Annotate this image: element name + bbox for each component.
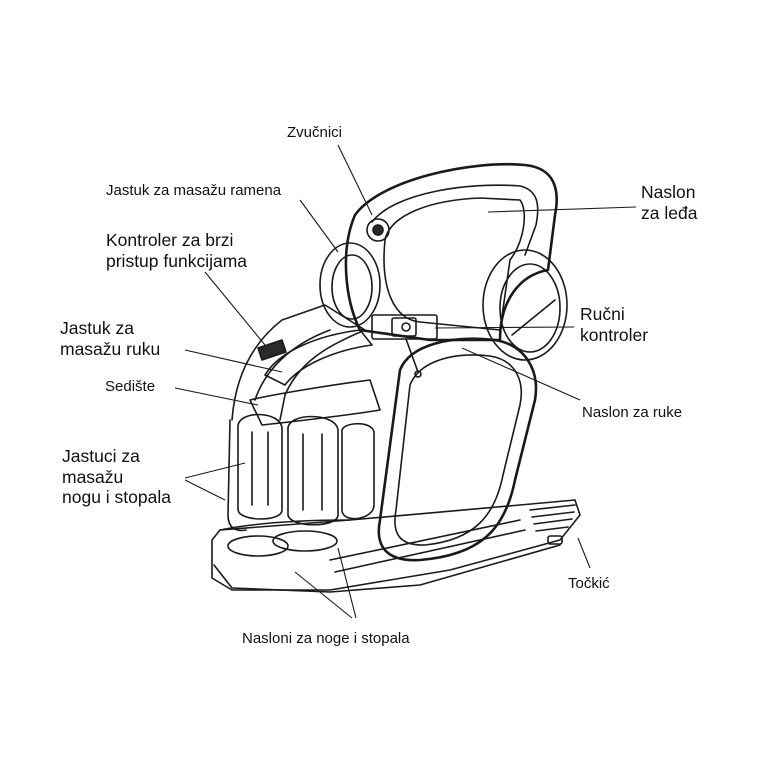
hand-controller-screen xyxy=(391,317,417,337)
label-quick-controller-line2: pristup funkcijama xyxy=(106,250,248,271)
leader-leg-pads-2 xyxy=(184,479,226,501)
shoulder-pad-inner xyxy=(331,254,373,320)
right-armrest-frame xyxy=(377,337,538,562)
label-hand-controller-line2: kontroler xyxy=(580,324,649,345)
arm-massage-pad xyxy=(264,329,373,386)
massage-chair-illustration xyxy=(211,163,581,593)
label-wheel: Točkić xyxy=(568,575,610,592)
leader-seat xyxy=(174,387,259,406)
leader-hand-controller xyxy=(434,326,575,329)
leader-quick-controller xyxy=(204,271,266,346)
armrest-button xyxy=(414,370,422,378)
speaker xyxy=(366,218,390,242)
wheel xyxy=(547,535,563,545)
label-shoulder-pad: Jastuk za masažu ramena xyxy=(106,182,282,199)
leg-pad-right-inner xyxy=(302,433,323,511)
shoulder-pad xyxy=(319,242,381,328)
chair-base xyxy=(211,499,581,591)
foot-rest-right xyxy=(272,530,338,552)
leader-speakers xyxy=(337,144,373,216)
side-panel-line xyxy=(511,299,556,336)
left-armrest-inner xyxy=(254,329,331,401)
backrest-shell xyxy=(344,163,558,342)
label-leg-pads-line1: Jastuci za xyxy=(62,446,140,466)
label-quick-controller-line1: Kontroler za brzi xyxy=(106,230,234,250)
label-backrest-line1: Naslon xyxy=(641,182,696,202)
label-backrest: Naslon za leđa xyxy=(641,182,697,223)
leader-lines xyxy=(174,144,637,619)
side-panel-outer xyxy=(482,249,568,361)
leg-pad-left-inner xyxy=(251,431,269,506)
seat xyxy=(249,379,381,426)
label-hand-controller: Ručni kontroler xyxy=(580,304,648,345)
leader-arm-pad xyxy=(184,349,283,373)
hand-controller-knob xyxy=(401,322,411,332)
leg-pad-side xyxy=(341,422,375,520)
label-seat: Sedište xyxy=(105,378,156,395)
label-speakers: Zvučnici xyxy=(287,124,343,141)
foot-track xyxy=(329,519,526,573)
side-panel-inner xyxy=(499,263,561,353)
leader-leg-pads-1 xyxy=(184,462,246,479)
leader-shoulder-pad xyxy=(299,199,339,253)
label-quick-controller: Kontroler za brzi pristup funkcijama xyxy=(106,230,247,271)
leg-pad-left xyxy=(237,413,283,520)
base-vents xyxy=(529,504,576,532)
label-leg-pads: Jastuci za masažu nogu i stopala xyxy=(62,446,171,508)
foot-rest-left xyxy=(227,535,289,557)
label-arm-pad: Jastuk za masažu ruku xyxy=(60,318,160,359)
leader-backrest xyxy=(487,206,637,213)
leg-pad-right xyxy=(287,415,339,526)
label-backrest-line2: za leđa xyxy=(641,202,698,223)
leader-footrests-2 xyxy=(337,547,357,619)
label-leg-pads-line3: nogu i stopala xyxy=(62,487,171,508)
label-arm-pad-line2: masažu ruku xyxy=(60,338,161,359)
leader-armrest xyxy=(461,347,581,401)
hand-controller xyxy=(371,314,438,340)
chair-base-lower xyxy=(213,544,561,593)
label-hand-controller-line1: Ručni xyxy=(580,304,625,324)
backrest-cushion xyxy=(383,197,526,331)
right-armrest-inner xyxy=(394,354,522,546)
leader-wheel xyxy=(577,537,591,569)
leg-rest-frame xyxy=(227,419,247,532)
quick-controller xyxy=(257,339,287,361)
label-footrests: Nasloni za noge i stopala xyxy=(242,630,410,647)
leader-footrests-1 xyxy=(294,571,353,619)
backrest-inner xyxy=(371,184,539,256)
label-armrest: Naslon za ruke xyxy=(582,404,683,421)
hand-controller-cable xyxy=(405,338,419,373)
speaker-center xyxy=(372,224,384,236)
label-leg-pads-line2: masažu xyxy=(62,466,124,487)
label-arm-pad-line1: Jastuk za xyxy=(60,318,134,338)
